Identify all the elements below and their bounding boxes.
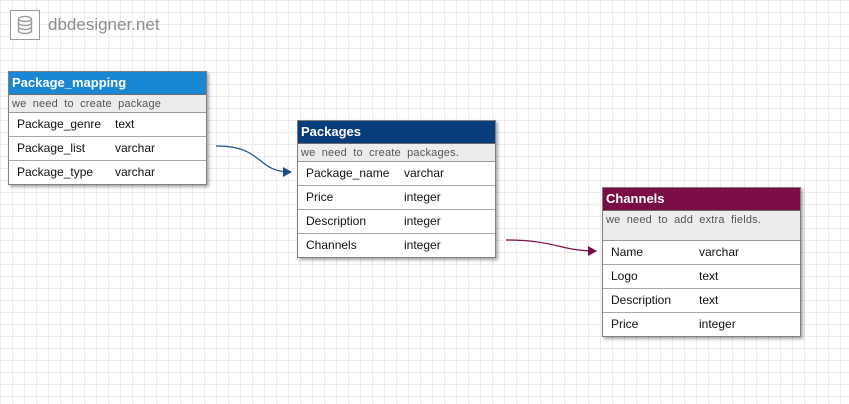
table-note: we need to add extra fields. xyxy=(603,211,800,241)
table-note: we need to create package xyxy=(9,95,206,113)
field-name: Name xyxy=(611,245,644,259)
table-packages[interactable]: Packages we need to create packages. Pac… xyxy=(297,120,496,258)
table-row[interactable]: Package_name varchar xyxy=(298,162,495,185)
field-type: integer xyxy=(404,214,441,228)
table-header[interactable]: Packages xyxy=(298,121,495,144)
table-row[interactable]: Package_type varchar xyxy=(9,160,206,184)
field-name: Description xyxy=(611,293,672,307)
field-type: integer xyxy=(699,317,736,331)
table-row[interactable]: Description integer xyxy=(298,209,495,233)
field-name: Price xyxy=(306,190,334,204)
table-channels[interactable]: Channels we need to add extra fields. Na… xyxy=(602,187,801,337)
field-name: Price xyxy=(611,317,639,331)
field-type: varchar xyxy=(115,165,156,179)
field-name: Package_name xyxy=(306,166,390,180)
field-name: Logo xyxy=(611,269,638,283)
table-row[interactable]: Package_list varchar xyxy=(9,136,206,160)
field-type: varchar xyxy=(404,166,445,180)
field-type: varchar xyxy=(699,245,740,259)
table-row[interactable]: Name varchar xyxy=(603,241,800,264)
table-row[interactable]: Channels integer xyxy=(298,233,495,257)
table-row[interactable]: Price integer xyxy=(603,312,800,336)
table-header[interactable]: Channels xyxy=(603,188,800,211)
database-icon xyxy=(10,10,40,40)
table-header[interactable]: Package_mapping xyxy=(9,72,206,95)
field-type: text xyxy=(115,117,135,131)
table-row[interactable]: Logo text xyxy=(603,264,800,288)
app-logo[interactable]: dbdesigner.net xyxy=(10,9,160,41)
relation-link-packages-channels[interactable] xyxy=(505,239,597,256)
field-type: text xyxy=(699,293,719,307)
field-name: Package_genre xyxy=(17,117,102,131)
table-package-mapping[interactable]: Package_mapping we need to create packag… xyxy=(8,71,207,185)
table-row[interactable]: Price integer xyxy=(298,185,495,209)
field-name: Package_list xyxy=(17,141,86,155)
field-name: Description xyxy=(306,214,367,228)
field-name: Package_type xyxy=(17,165,94,179)
field-type: varchar xyxy=(115,141,156,155)
relation-link-mapping-packages[interactable] xyxy=(215,145,292,177)
table-row[interactable]: Description text xyxy=(603,288,800,312)
field-type: text xyxy=(699,269,719,283)
field-type: integer xyxy=(404,190,441,204)
field-name: Channels xyxy=(306,238,357,252)
app-title: dbdesigner.net xyxy=(48,15,160,34)
table-row[interactable]: Package_genre text xyxy=(9,113,206,136)
field-type: integer xyxy=(404,238,441,252)
table-note: we need to create packages. xyxy=(298,144,495,162)
